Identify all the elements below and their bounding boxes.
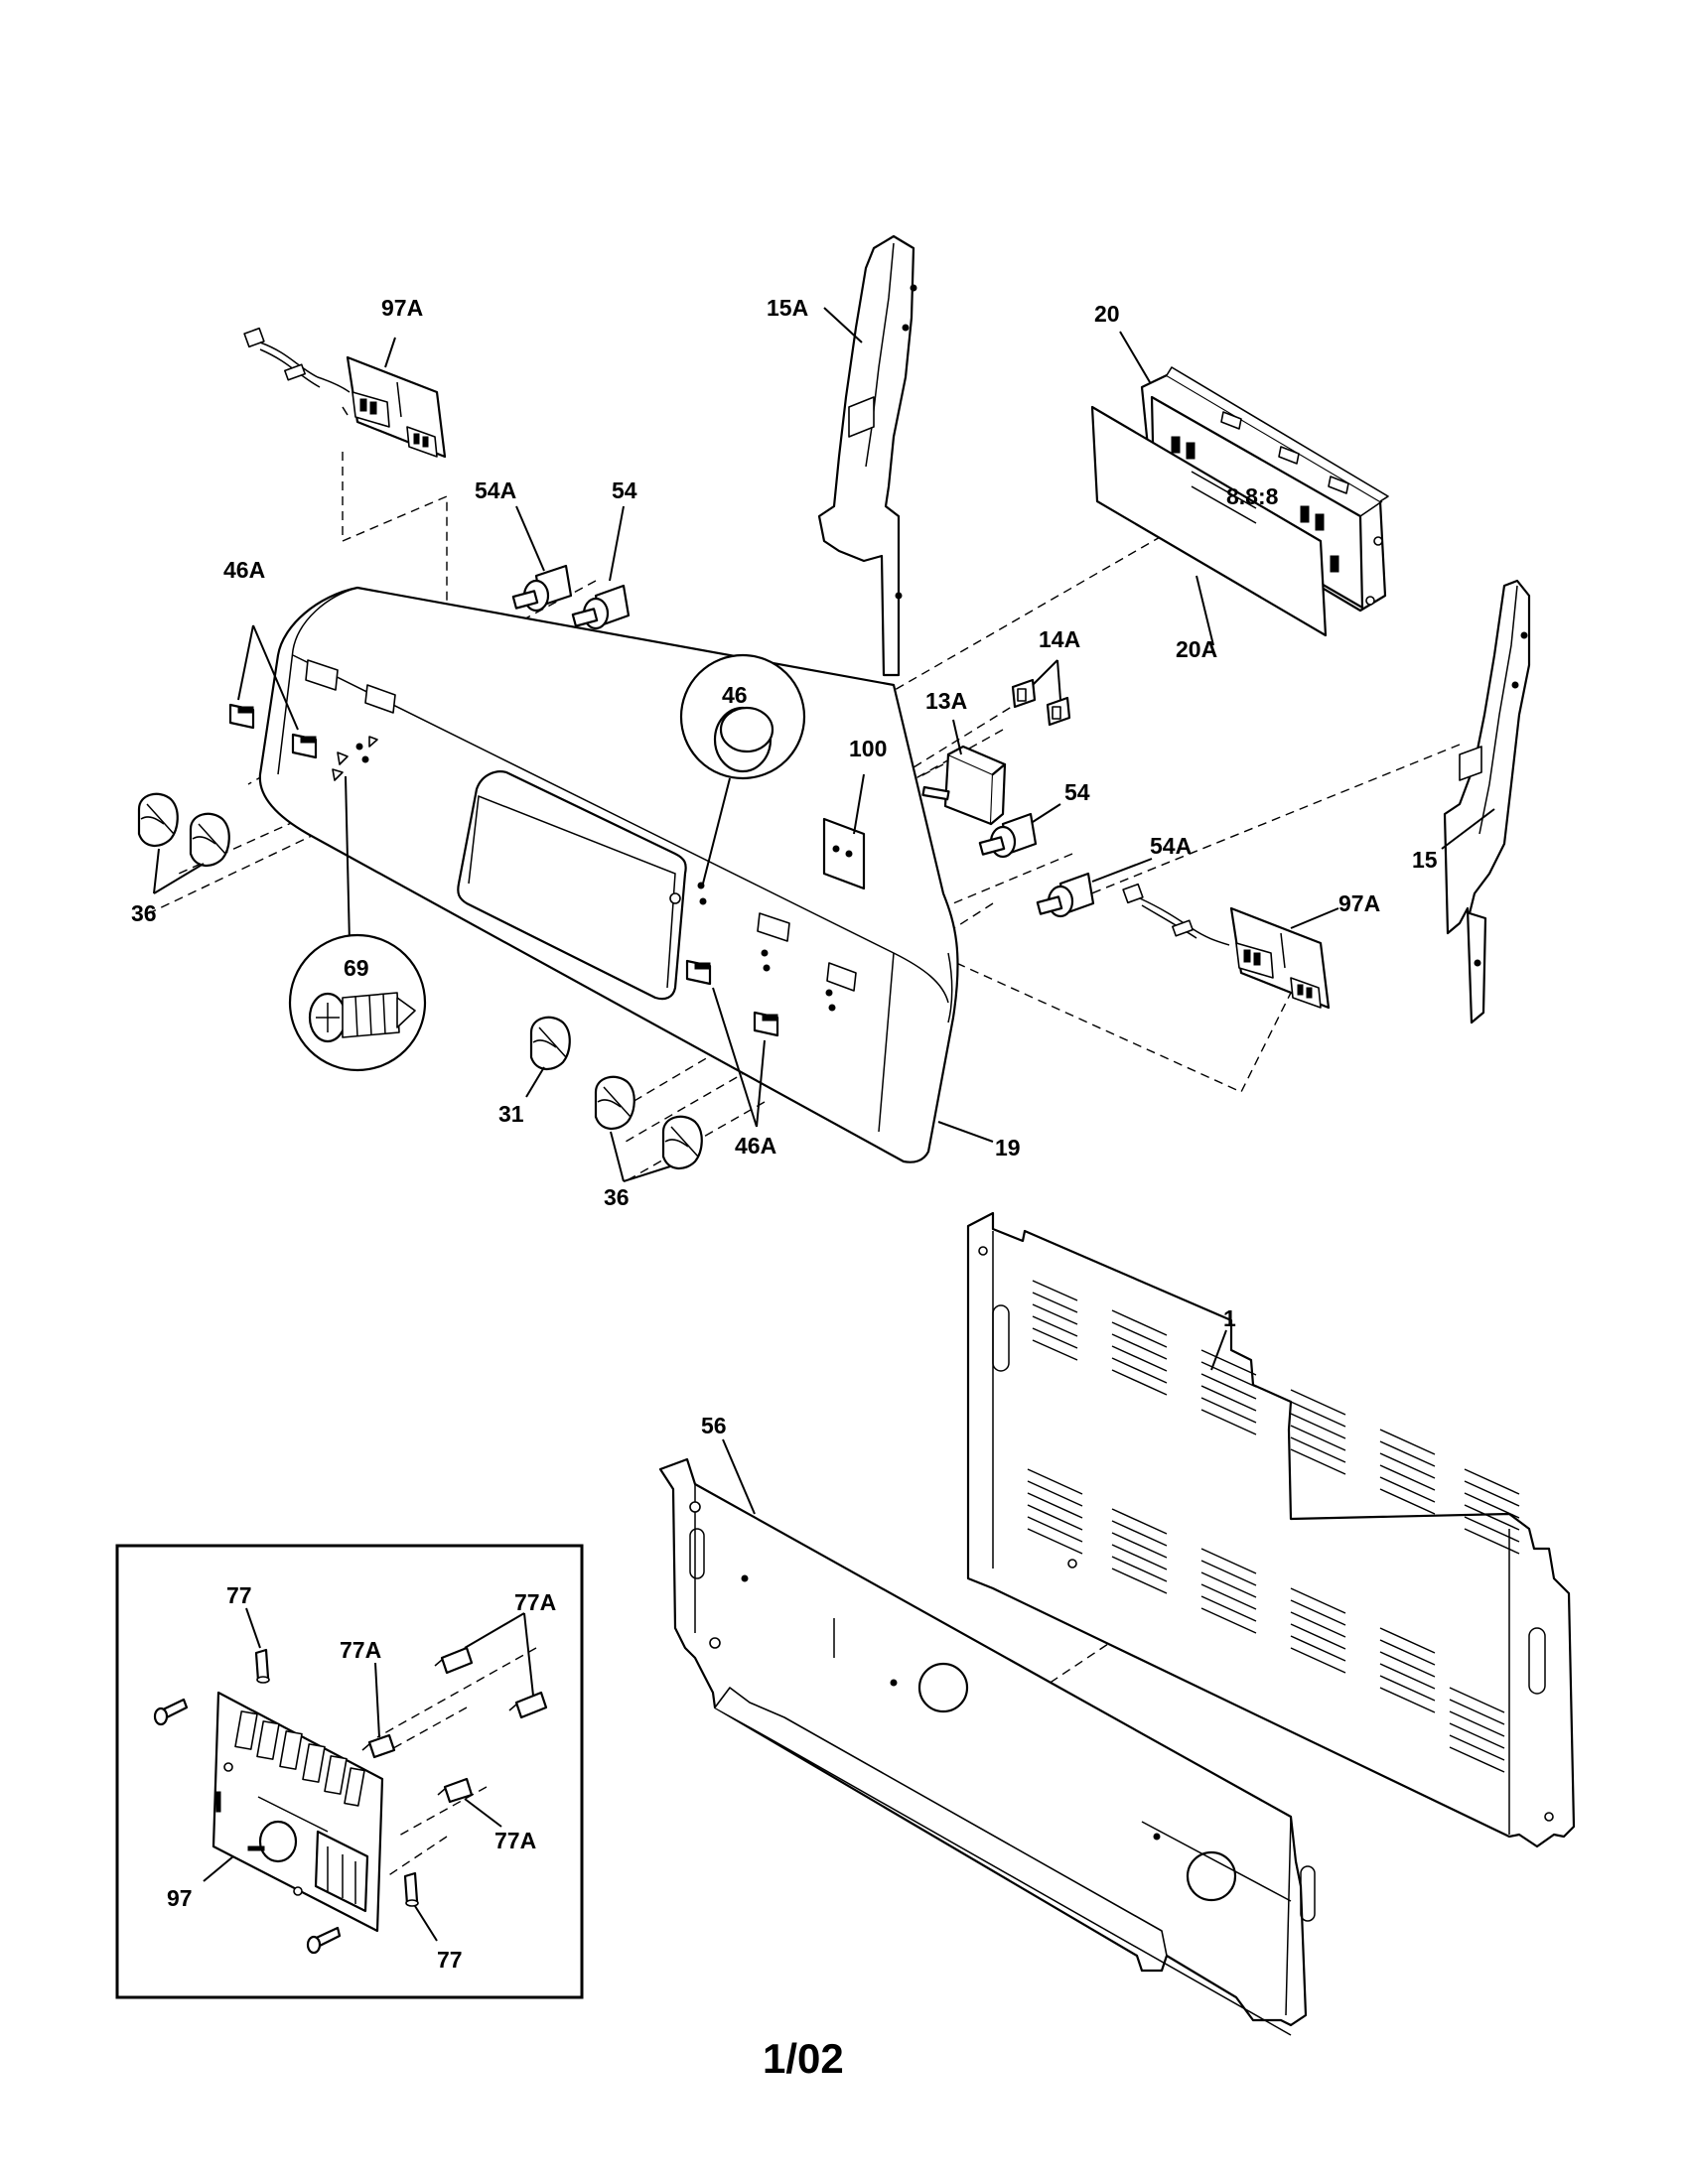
part-97A-mid-control-board — [1122, 883, 1339, 1010]
part-54A-mid-switch — [1036, 858, 1153, 918]
callout-77-bottom: 77 — [437, 1947, 463, 1973]
part-46-knob-detail — [679, 653, 806, 885]
callout-15: 15 — [1412, 847, 1438, 873]
callout-69: 69 — [344, 955, 369, 981]
callout-46: 46 — [722, 682, 748, 708]
part-1-back-panel — [966, 1211, 1576, 1848]
callout-13A: 13A — [925, 688, 967, 714]
callout-77-top: 77 — [226, 1582, 252, 1608]
callout-36-left: 36 — [131, 900, 157, 926]
callout-46A-bottom: 46A — [735, 1133, 776, 1159]
part-97-control-board — [203, 1691, 384, 1933]
callout-labels: 97A 15A 20 54A 54 46A 20A 14A 46 13A 100… — [131, 295, 1438, 2082]
callout-46A-top: 46A — [223, 557, 265, 583]
callout-54-top: 54 — [612, 478, 637, 503]
part-46A-bottom-spacers — [685, 959, 779, 1128]
callout-14A: 14A — [1039, 626, 1080, 652]
panel-screws — [332, 736, 378, 781]
callout-20: 20 — [1094, 301, 1120, 327]
display-digits: 8.8:8 — [1226, 483, 1279, 509]
part-100-bracket — [822, 773, 866, 890]
callout-54A-mid: 54A — [1150, 833, 1192, 859]
part-36-left-knobs — [137, 792, 230, 894]
page-number: 1/02 — [763, 2035, 844, 2082]
callout-56: 56 — [701, 1413, 727, 1438]
callout-15A: 15A — [767, 295, 808, 321]
part-36-bottom-knobs — [594, 1075, 703, 1182]
callout-100: 100 — [849, 736, 887, 761]
part-69-screw-detail — [288, 775, 427, 1072]
part-54A-top-switch — [511, 505, 573, 613]
callout-97A-top: 97A — [381, 295, 423, 321]
part-54-top-switch — [571, 505, 631, 630]
part-31-knob — [525, 1016, 571, 1098]
inset-detail-box — [115, 1544, 584, 1999]
callout-31: 31 — [498, 1101, 524, 1127]
part-77A-standoffs — [361, 1612, 548, 1828]
part-46A-top-spacers — [228, 624, 318, 759]
callout-77A-left: 77A — [340, 1637, 381, 1663]
callout-77A-lower: 77A — [494, 1828, 536, 1853]
callout-77A-right: 77A — [514, 1589, 556, 1615]
callout-20A: 20A — [1176, 636, 1217, 662]
part-13A-infinite-switch — [921, 719, 1007, 826]
part-15A-side-bracket — [817, 234, 917, 677]
vent-slots-upper — [1032, 1280, 1520, 1555]
part-14A-switches — [1011, 659, 1071, 727]
part-77-bottom-standoff — [403, 1871, 438, 1942]
callout-54-mid: 54 — [1064, 779, 1090, 805]
callout-54A-top: 54A — [475, 478, 516, 503]
callout-1: 1 — [1223, 1305, 1236, 1331]
inset-screws — [153, 1698, 342, 1955]
callout-19: 19 — [995, 1135, 1021, 1160]
vent-slots-lower — [1027, 1468, 1505, 1773]
part-56-lower-bracket — [658, 1438, 1316, 2036]
part-20A-overlay: 8.8:8 — [1090, 405, 1328, 646]
part-77-top-standoff — [245, 1607, 270, 1684]
part-54-mid-switch — [978, 803, 1061, 859]
part-97A-top-control-board — [243, 327, 447, 459]
callout-97: 97 — [167, 1885, 193, 1911]
part-15-side-bracket — [1441, 579, 1531, 1024]
callout-36-bottom: 36 — [604, 1184, 630, 1210]
callout-97A-mid: 97A — [1338, 890, 1380, 916]
